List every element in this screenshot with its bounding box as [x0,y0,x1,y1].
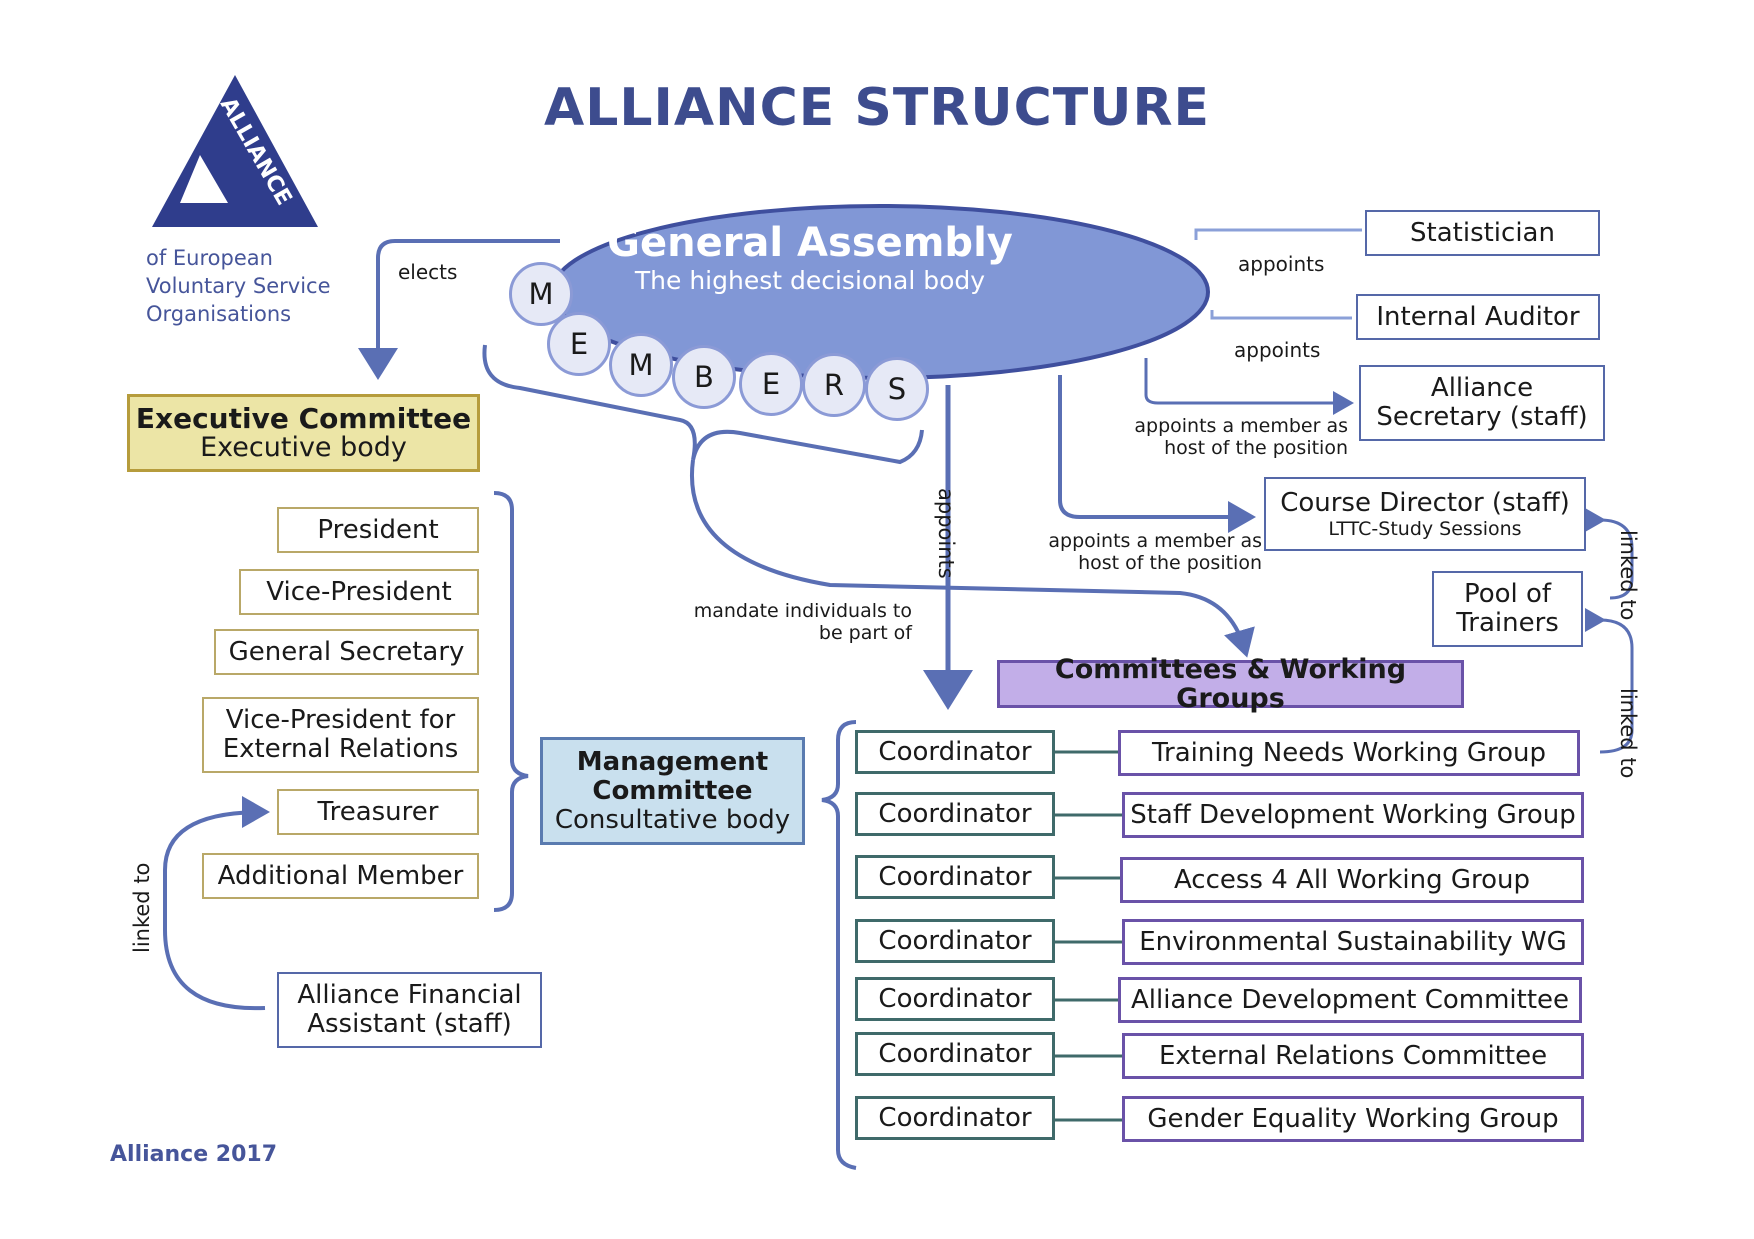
linked-to-label-2: linked to [1616,688,1640,779]
page-title: ALLIANCE STRUCTURE [543,78,1211,138]
executive-committee-title: Executive Committee [135,402,472,435]
appoints-statistician [1194,228,1362,240]
elects-label: elects [398,260,458,284]
coordinator-box: Coordinator [855,977,1055,1021]
members-bubble: B [672,345,736,409]
wg-staff-development: Staff Development Working Group [1122,792,1584,838]
management-subtitle: Consultative body [554,804,791,835]
wg-access-4-all: Access 4 All Working Group [1120,857,1584,903]
general-assembly-subtitle: The highest decisional body [634,266,986,295]
linked-to-label-3: linked to [130,862,154,953]
coordinator-box: Coordinator [855,792,1055,836]
elects-arrow [358,239,560,380]
coordinator-box: Coordinator [855,1032,1055,1076]
position-president: President [277,507,479,553]
secretary-box: Alliance Secretary (staff) [1359,365,1605,441]
members-bubble: E [739,352,803,416]
appoints-label-auditor: appoints [1234,338,1321,362]
financial-assistant-box: Alliance Financial Assistant (staff) [277,972,542,1048]
coordinator-box: Coordinator [855,730,1055,774]
executive-committee-subtitle: Executive body [200,432,407,463]
position-general-secretary: General Secretary [214,629,479,675]
appoints-secretary [1144,358,1354,415]
logo-subtitle: of European Voluntary Service Organisati… [146,246,331,326]
members-bubble: R [802,353,866,417]
appoints-host-label-course: appoints a member as host of the positio… [1048,530,1262,574]
link-course-pool [1584,507,1634,600]
general-assembly-title: General Assembly [607,220,1013,266]
coordinator-box: Coordinator [855,1096,1055,1140]
statistician-box: Statistician [1365,210,1600,256]
members-bubble: M [609,333,673,397]
mandate-arrow [690,459,1255,658]
committees-header-box: Committees & Working Groups [997,655,1464,713]
members-bubble: S [865,357,929,421]
position-treasurer: Treasurer [277,789,479,835]
course-director-box: Course Director (staff) LTTC-Study Sessi… [1264,477,1586,551]
mandate-label: mandate individuals to be part of [693,600,912,644]
wg-training-needs: Training Needs Working Group [1118,730,1580,776]
pool-of-trainers-box: Pool of Trainers [1432,571,1583,647]
coordinator-box: Coordinator [855,919,1055,963]
appoints-course-director [1058,375,1256,533]
members-brace [482,344,924,465]
executive-committee-box: Executive Committee Executive body [127,394,480,472]
exec-brace [493,491,529,912]
members-bubble: E [547,312,611,376]
internal-auditor-box: Internal Auditor [1356,294,1600,340]
appoints-vertical-label: appoints [934,488,958,579]
coordinator-brace [821,720,857,1170]
appoints-host-label-secretary: appoints a member as host of the positio… [1134,415,1348,459]
appoints-auditor [1210,310,1352,320]
coordinator-box: Coordinator [855,855,1055,899]
position-additional-member: Additional Member [202,853,479,899]
coordinator-wg-lines [1055,750,1124,1122]
link-financial-treasurer [163,796,270,1011]
alliance-logo: ALLIANCE [140,75,330,249]
management-title-1: Management [576,746,769,777]
wg-gender-equality: Gender Equality Working Group [1122,1096,1584,1142]
linked-to-label-1: linked to [1616,530,1640,621]
wg-external-relations: External Relations Committee [1122,1033,1584,1079]
management-committee-box: Management Committee Consultative body [540,737,805,845]
management-title-2: Committee [592,775,753,806]
footer-credit: Alliance 2017 [110,1142,278,1167]
position-vp-external: Vice-President for External Relations [202,697,479,773]
appoints-label-statistician: appoints [1238,252,1325,276]
wg-alliance-development: Alliance Development Committee [1118,977,1582,1023]
wg-environmental: Environmental Sustainability WG [1122,919,1584,965]
link-pool-training [1584,607,1634,754]
position-vice-president: Vice-President [239,569,479,615]
